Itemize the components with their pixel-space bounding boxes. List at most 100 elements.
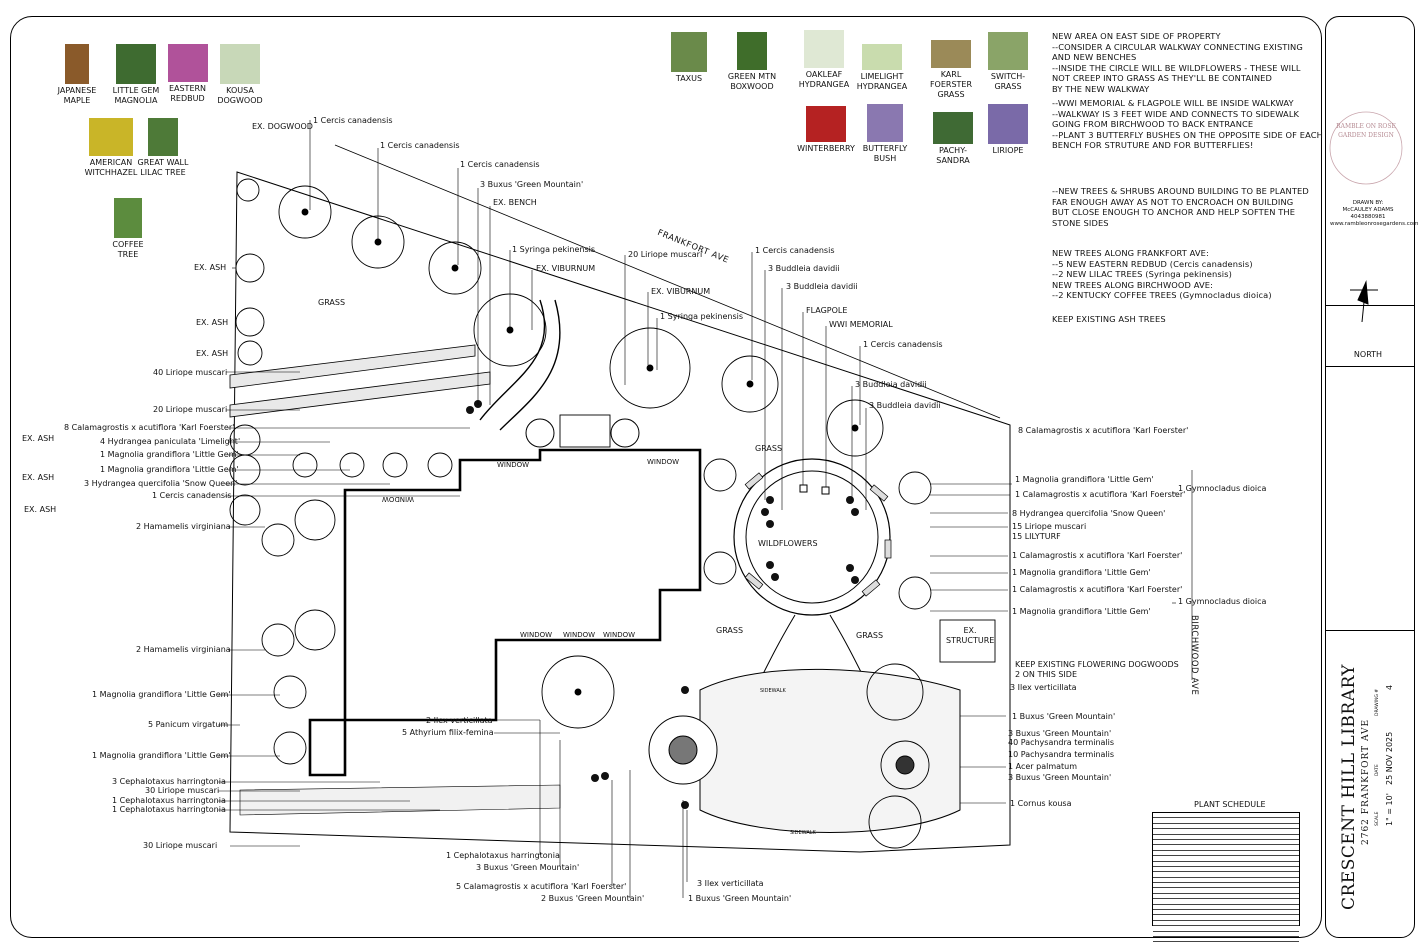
- callout-magnolia: 1 Magnolia grandiflora 'Little Gem': [1012, 568, 1151, 577]
- callout-buxus: 1 Buxus 'Green Mountain': [688, 894, 792, 903]
- website: www.rambleonrosegardens.com: [1330, 221, 1419, 227]
- property-line: [229, 171, 1011, 853]
- callout-magnolia: 1 Magnolia grandiflora 'Little Gem': [100, 465, 239, 474]
- photo-label: TAXUS: [675, 74, 703, 83]
- coffee-tree-photo: [114, 198, 142, 238]
- callout-magnolia: 1 Magnolia grandiflora 'Little Gem': [1015, 475, 1154, 484]
- callout-cercis: 1 Cercis canadensis: [460, 160, 540, 169]
- photo-eastern-redbud: EASTERN REDBUD: [165, 44, 210, 104]
- callout-calamagrostis: 8 Calamagrostis x acutiflora 'Karl Foers…: [64, 423, 235, 432]
- window-label: WINDOW: [382, 495, 415, 503]
- note-line: NEW TREES ALONG FRANKFORT AVE:: [1052, 248, 1209, 258]
- note-line: --INSIDE THE CIRCLE WILL BE WILDFLOWERS …: [1052, 62, 1301, 73]
- scale-label: SCALE: [1375, 811, 1380, 826]
- date-value: 25 NOV 2025: [1385, 731, 1394, 785]
- photo-label: JAPANESE MAPLE: [57, 86, 97, 105]
- callout-liriope: 30 Liriope muscari: [145, 786, 220, 795]
- title-block-divider: [1325, 366, 1415, 367]
- north-arrow: [1350, 280, 1378, 323]
- drawn-by-block: DRAWN BY: McCAULEY ADAMS 4043880981 www.…: [1330, 200, 1419, 228]
- photo-label: AMERICAN WITCHHAZEL: [84, 158, 138, 177]
- callout-ilex: 2 Ilex verticillata: [426, 716, 493, 725]
- callout-calamagrostis: 5 Calamagrostis x acutiflora 'Karl Foers…: [456, 882, 627, 891]
- callout-ex-ash: EX. ASH: [196, 318, 229, 327]
- scale-value: 1" = 10': [1385, 793, 1394, 826]
- note-line: --WALKWAY IS 3 FEET WIDE AND CONNECTS TO…: [1052, 108, 1300, 119]
- oakleaf-hydrangea-photo: [804, 30, 844, 68]
- note-line: FAR ENOUGH AWAY AS NOT TO ENCROACH ON BU…: [1052, 196, 1294, 207]
- callout-syringa: 1 Syringa pekinensis: [660, 312, 744, 321]
- walkway-curve: [499, 299, 561, 431]
- callout-ex-ash: EX. ASH: [22, 434, 55, 443]
- callout-cephalotaxus: 1 Cephalotaxus harringtonia: [446, 851, 560, 860]
- kousa-dogwood-photo: [220, 44, 260, 84]
- callout-pachysandra: 40 Pachysandra terminalis: [1008, 738, 1115, 747]
- grass-label: GRASS: [318, 298, 346, 307]
- note-line: --CONSIDER A CIRCULAR WALKWAY CONNECTING…: [1052, 41, 1303, 52]
- photo-taxus: TAXUS: [668, 32, 710, 84]
- callout-buxus: 2 Buxus 'Green Mountain': [541, 894, 645, 903]
- callout-hamamelis: 2 Hamamelis virginiana: [136, 522, 231, 531]
- callout-hydrangea: 3 Hydrangea quercifolia 'Snow Queen': [84, 479, 238, 488]
- callout-cercis: 1 Cercis canadensis: [863, 340, 943, 349]
- callout-cercis: 1 Cercis canadensis: [313, 116, 393, 125]
- logo-text: RAMBLE ON ROSE GARDEN DESIGN: [1336, 123, 1396, 139]
- drawn-by-name: McCAULEY ADAMS: [1342, 207, 1394, 213]
- photo-little-gem: LITTLE GEM MAGNOLIA: [110, 44, 162, 106]
- callout-buddleia: 3 Buddleia davidii: [768, 264, 840, 273]
- photo-label: LIMELIGHT HYDRANGEA: [856, 72, 908, 91]
- photo-coffee-tree: COFFEE TREE: [110, 198, 146, 260]
- notes-building: --NEW TREES & SHRUBS AROUND BUILDING TO …: [1052, 186, 1309, 228]
- photo-butterfly-bush: BUTTERFLY BUSH: [860, 104, 910, 164]
- callout-calamagrostis: 1 Calamagrostis x acutiflora 'Karl Foers…: [1012, 551, 1183, 560]
- callout-magnolia: 1 Magnolia grandiflora 'Little Gem': [92, 751, 231, 760]
- existing-structure: [939, 619, 996, 663]
- callout-ex-ash: EX. ASH: [196, 349, 229, 358]
- callout-buxus: 1 Buxus 'Green Mountain': [1012, 712, 1116, 721]
- photo-pachysandra: PACHY-SANDRA: [930, 112, 976, 166]
- callout-magnolia: 1 Magnolia grandiflora 'Little Gem': [100, 450, 239, 459]
- callout-hydrangea: 8 Hydrangea quercifolia 'Snow Queen': [1012, 509, 1166, 518]
- callout-buddleia: 3 Buddleia davidii: [855, 380, 927, 389]
- leader-lines: [218, 120, 1176, 898]
- callout-athyrium: 5 Athyrium filix-femina: [402, 728, 494, 737]
- title-block-divider: [1325, 305, 1415, 306]
- note-line: STONE SIDES: [1052, 217, 1109, 228]
- photo-japanese-maple: JAPANESE MAPLE: [52, 44, 102, 106]
- callout-ex-viburnum: EX. VIBURNUM: [651, 287, 711, 296]
- photo-green-mtn-boxwood: GREEN MTN BOXWOOD: [726, 32, 778, 92]
- photo-label: PACHY-SANDRA: [936, 146, 970, 165]
- note-line: --WWI MEMORIAL & FLAGPOLE WILL BE INSIDE…: [1052, 98, 1294, 108]
- callout-cephalotaxus: 1 Cephalotaxus harringtonia: [112, 805, 226, 814]
- drawing-sheet-border: [10, 16, 1322, 938]
- switchgrass-photo: [988, 32, 1028, 70]
- callout-ex-ash: EX. ASH: [22, 473, 55, 482]
- grass-label: GRASS: [856, 631, 884, 640]
- callout-keep-dogwoods-count: 2 ON THIS SIDE: [1015, 670, 1077, 679]
- callout-magnolia: 1 Magnolia grandiflora 'Little Gem': [1012, 607, 1151, 616]
- note-line: NEW AREA ON EAST SIDE OF PROPERTY: [1052, 31, 1221, 41]
- photo-label: LITTLE GEM MAGNOLIA: [112, 86, 160, 105]
- callout-ilex: 3 Ilex verticillata: [697, 879, 764, 888]
- drawing-number: 4: [1385, 684, 1394, 690]
- callout-ilex: 3 Ilex verticillata: [1010, 683, 1077, 692]
- callout-syringa: 1 Syringa pekinensis: [512, 245, 596, 254]
- entrance-steps: [559, 414, 611, 448]
- window-label: WINDOW: [647, 458, 680, 466]
- note-line: BENCH FOR STRUTURE AND FOR BUTTERFLIES!: [1052, 140, 1254, 151]
- photo-winterberry: WINTERBERRY: [796, 106, 856, 154]
- photo-liriope: LIRIOPE: [986, 104, 1030, 156]
- library-building: [308, 448, 702, 777]
- note-line: --2 KENTUCKY COFFEE TREES (Gymnocladus d…: [1052, 290, 1272, 301]
- drawing-label: DRAWING #: [1375, 688, 1380, 716]
- callout-calamagrostis: 8 Calamagrostis x acutiflora 'Karl Foers…: [1018, 426, 1189, 435]
- limelight-hydrangea-photo: [862, 44, 902, 70]
- little-gem-magnolia-photo: [116, 44, 156, 84]
- notes-frankfort: NEW TREES ALONG FRANKFORT AVE: --5 NEW E…: [1052, 248, 1272, 301]
- photo-label: OAKLEAF HYDRANGEA: [798, 70, 850, 89]
- photo-switchgrass: SWITCH-GRASS: [986, 32, 1030, 92]
- notes-ash: KEEP EXISTING ASH TREES: [1052, 314, 1166, 324]
- callout-liriope: 20 Liriope muscari: [153, 405, 228, 414]
- ex-structure-label: EX. STRUCTURE: [946, 626, 995, 645]
